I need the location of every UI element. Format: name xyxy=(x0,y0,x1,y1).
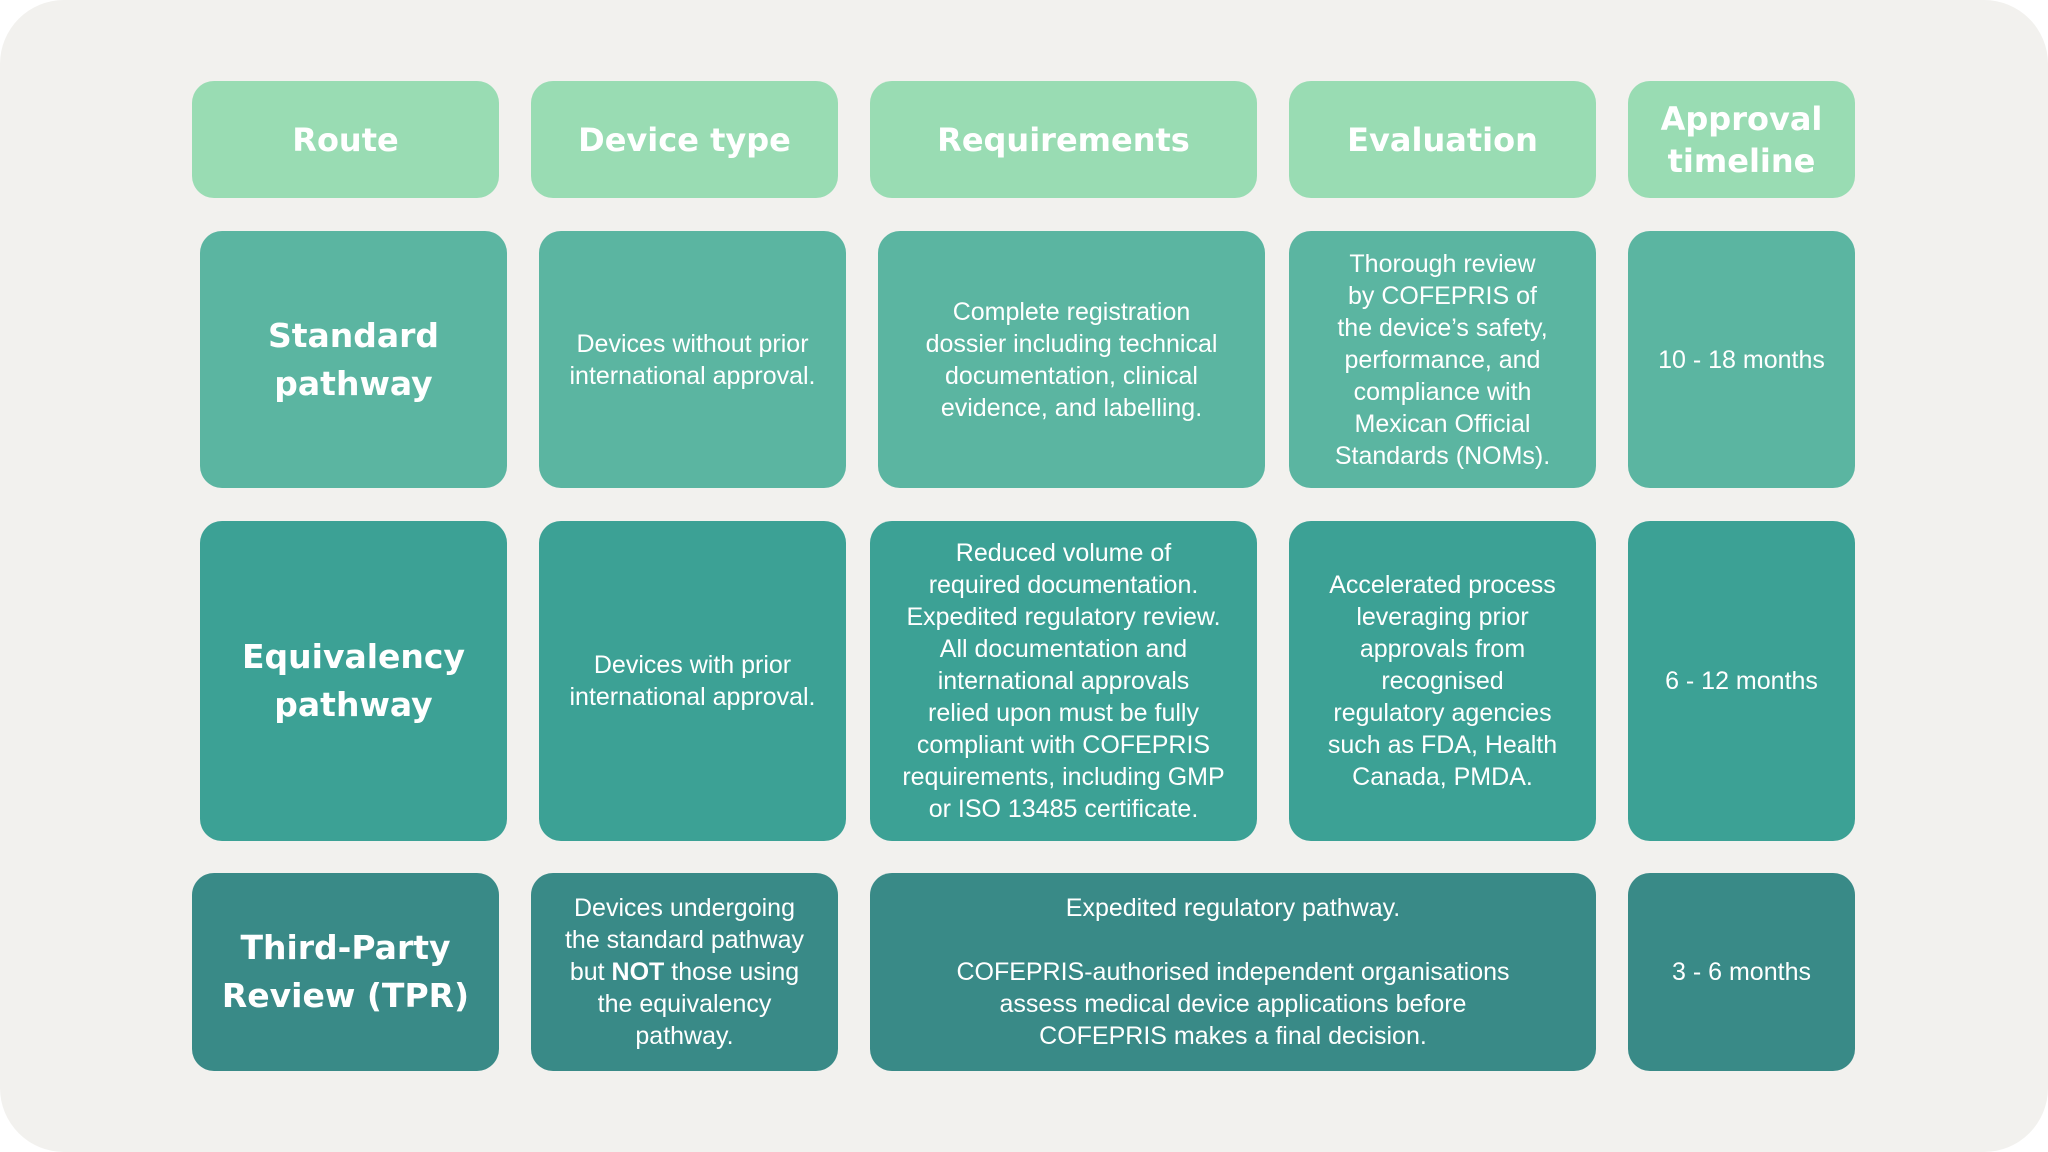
route-label: Third-Party Review (TPR) xyxy=(221,928,470,1015)
device-type-text-pre: Devices undergoing the standard pathway … xyxy=(564,894,805,986)
requirements-evaluation-line1: Expedited regulatory pathway. xyxy=(1065,894,1401,922)
header-evaluation-label: Evaluation xyxy=(1347,120,1538,159)
header-device-type-label: Device type xyxy=(578,120,791,159)
device-type-text: Devices undergoing the standard pathway … xyxy=(565,892,804,1052)
requirements-text: Complete registration dossier including … xyxy=(925,297,1218,422)
row-equivalency-evaluation: Accelerated process leveraging prior app… xyxy=(1289,521,1596,841)
route-label: Equivalency pathway xyxy=(241,637,465,724)
header-route-label: Route xyxy=(292,120,399,159)
timeline-text: 3 - 6 months xyxy=(1672,958,1811,986)
row-equivalency-requirements: Reduced volume of required documentation… xyxy=(870,521,1257,841)
route-label: Standard pathway xyxy=(267,315,440,403)
timeline-text: 6 - 12 months xyxy=(1665,667,1818,695)
header-evaluation: Evaluation xyxy=(1289,81,1596,198)
header-route: Route xyxy=(192,81,499,198)
timeline-text: 10 - 18 months xyxy=(1658,345,1825,374)
row-standard-evaluation: Thorough review by COFEPRIS of the devic… xyxy=(1289,231,1596,488)
header-requirements-label: Requirements xyxy=(937,120,1190,159)
row-standard-requirements: Complete registration dossier including … xyxy=(878,231,1265,488)
device-type-text: Devices with prior international approva… xyxy=(569,651,816,711)
header-device-type: Device type xyxy=(531,81,838,198)
row-equivalency-route: Equivalency pathway xyxy=(200,521,507,841)
header-approval-timeline: Approval timeline xyxy=(1628,81,1855,198)
device-type-emphasis: NOT xyxy=(611,958,665,986)
row-tpr-requirements-evaluation: Expedited regulatory pathway. COFEPRIS-a… xyxy=(870,873,1596,1071)
evaluation-text: Accelerated process leveraging prior app… xyxy=(1327,571,1558,791)
row-tpr-device-type: Devices undergoing the standard pathway … xyxy=(531,873,838,1071)
header-approval-timeline-label: Approval timeline xyxy=(1660,99,1823,180)
requirements-evaluation-line2: COFEPRIS-authorised independent organisa… xyxy=(956,958,1510,1050)
row-tpr-route: Third-Party Review (TPR) xyxy=(192,873,499,1071)
header-requirements: Requirements xyxy=(870,81,1257,198)
requirements-text: Reduced volume of required documentation… xyxy=(902,539,1225,823)
device-type-text: Devices without prior international appr… xyxy=(569,329,816,390)
row-standard-route: Standard pathway xyxy=(200,231,507,488)
row-equivalency-timeline: 6 - 12 months xyxy=(1628,521,1855,841)
device-type-text-post: those using the equivalency pathway. xyxy=(597,958,800,1050)
row-standard-device-type: Devices without prior international appr… xyxy=(539,231,846,488)
row-tpr-timeline: 3 - 6 months xyxy=(1628,873,1855,1071)
row-standard-timeline: 10 - 18 months xyxy=(1628,231,1855,488)
evaluation-text: Thorough review by COFEPRIS of the devic… xyxy=(1334,249,1551,470)
row-equivalency-device-type: Devices with prior international approva… xyxy=(539,521,846,841)
